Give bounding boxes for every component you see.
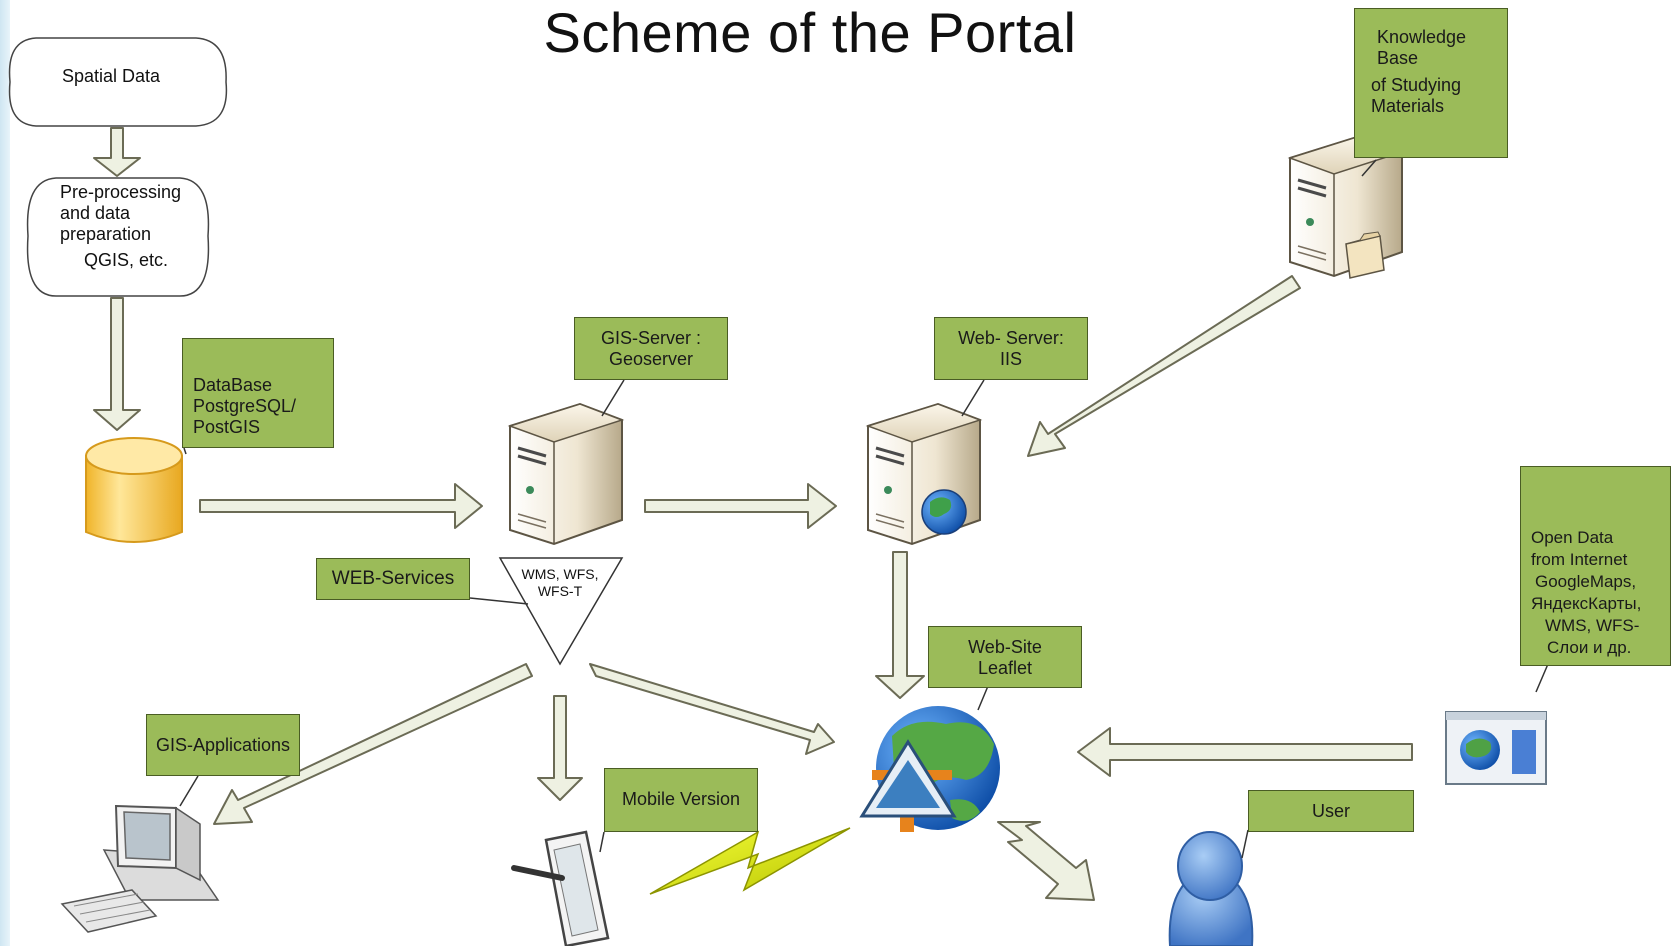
- gis-server-icon: [508, 402, 624, 546]
- preprocessing-line-1: Pre-processing: [60, 182, 182, 202]
- arrow-knowledge-to-webserver: [1027, 275, 1301, 457]
- arrow-gisserver-to-webserver: [644, 483, 837, 529]
- page-title: Scheme of the Portal: [543, 1, 1077, 64]
- preprocessing-cloud: [26, 177, 210, 297]
- web-site-label: Web-Site Leaflet: [928, 626, 1082, 688]
- website-globe-icon: [859, 706, 1000, 832]
- arrow-webserver-to-website: [875, 551, 925, 699]
- web-services-triangle: [498, 557, 624, 666]
- arrow-user-website: [997, 821, 1095, 901]
- database-icon: [85, 437, 183, 543]
- spatial-data-label: Spatial Data: [62, 66, 161, 86]
- tablet-icon: [511, 830, 610, 946]
- user-icon: [1168, 831, 1254, 946]
- open-data-browser-icon: [1445, 711, 1547, 785]
- database-label: DataBase PostgreSQL/ PostGIS: [182, 338, 334, 448]
- spatial-data-cloud: [8, 37, 228, 127]
- open-data-label: Open Data from Internet GoogleMaps, Янде…: [1520, 466, 1671, 666]
- wms-label: WMS, WFS, WFS-T: [521, 566, 599, 599]
- gis-server-label: GIS-Server : Geoserver: [574, 317, 728, 380]
- leader-lines: [179, 159, 1549, 859]
- slide-edge: [0, 0, 10, 946]
- user-label: User: [1248, 790, 1414, 832]
- knowledge-base-label: Knowledge Base of Studying Materials: [1354, 8, 1508, 158]
- arrow-database-to-gisserver: [199, 483, 483, 529]
- arrow-opendata-to-website: [1077, 727, 1413, 777]
- web-server-label: Web- Server: IIS: [934, 317, 1088, 380]
- arrow-webservices-to-gisapps: [213, 663, 533, 825]
- arrow-webservices-to-website: [589, 663, 835, 755]
- preprocessing-line-4: QGIS, etc.: [84, 250, 169, 270]
- lightning-bolt-icon: [649, 827, 851, 895]
- web-server-icon: [866, 402, 982, 546]
- arrows: [93, 127, 1413, 901]
- arrow-preprocessing-to-database: [93, 297, 141, 431]
- preprocessing-line-3: preparation: [60, 224, 152, 244]
- web-services-label: WEB-Services: [316, 558, 470, 600]
- knowledge-base-icon: [1288, 134, 1404, 279]
- computer-icon: [60, 804, 220, 933]
- preprocessing-line-2: and data: [60, 203, 131, 223]
- arrow-spatial-to-preprocessing: [93, 127, 141, 177]
- preprocessing-label: Pre-processing and data preparation QGIS…: [60, 182, 181, 271]
- arrow-webservices-to-mobile: [537, 695, 583, 801]
- mobile-version-label: Mobile Version: [604, 768, 758, 832]
- gis-applications-label: GIS-Applications: [146, 714, 300, 776]
